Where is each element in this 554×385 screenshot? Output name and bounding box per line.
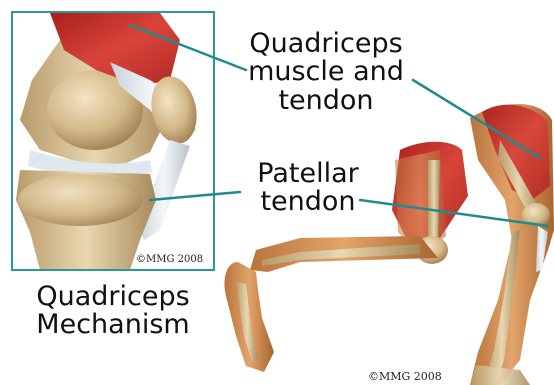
inset-copyright: ©MMG 2008 bbox=[136, 254, 203, 265]
quadriceps-label-line-2: muscle and bbox=[236, 58, 416, 86]
main-copyright: ©MMG 2008 bbox=[368, 370, 442, 383]
patellar-label-line-1: Patellar bbox=[238, 160, 378, 188]
running-legs bbox=[225, 104, 554, 385]
quadriceps-label-line-1: Quadriceps bbox=[236, 30, 416, 58]
quadriceps-label-line-3: tendon bbox=[236, 87, 416, 115]
mechanism-label-line-1: Quadriceps bbox=[10, 283, 216, 311]
knee-inset bbox=[12, 12, 214, 270]
quadriceps-muscle-tendon-label: Quadriceps muscle and tendon bbox=[236, 30, 416, 115]
quadriceps-mechanism-label: Quadriceps Mechanism bbox=[10, 283, 216, 340]
mechanism-label-line-2: Mechanism bbox=[10, 311, 216, 339]
patellar-label-line-2: tendon bbox=[238, 188, 378, 216]
patellar-tendon-label: Patellar tendon bbox=[238, 160, 378, 217]
back-leg bbox=[470, 104, 554, 385]
